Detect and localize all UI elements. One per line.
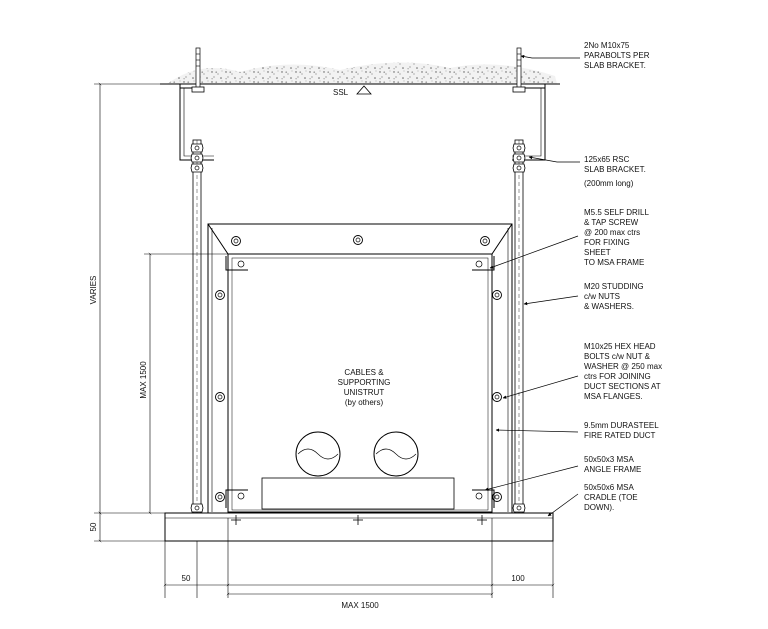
note-parabolts: 2No M10x75 PARABOLTS PER SLAB BRACKET. bbox=[584, 41, 650, 70]
note-durasteel: 9.5mm DURASTEEL FIRE RATED DUCT bbox=[584, 421, 659, 440]
cable-drum-left bbox=[295, 431, 341, 477]
svg-text:VARIES: VARIES bbox=[89, 276, 98, 305]
ssl-label: SSL bbox=[333, 88, 349, 97]
svg-text:MSA FLANGES.: MSA FLANGES. bbox=[584, 392, 643, 401]
studding-rod-left bbox=[190, 139, 204, 541]
svg-text:(200mm long): (200mm long) bbox=[584, 179, 634, 188]
svg-text:M20 STUDDING: M20 STUDDING bbox=[584, 282, 644, 291]
dim-cradle-depth: 50 bbox=[89, 511, 165, 543]
svg-text:ctrs FOR JOINING: ctrs FOR JOINING bbox=[584, 372, 651, 381]
svg-text:SLAB BRACKET.: SLAB BRACKET. bbox=[584, 165, 646, 174]
note-studding: M20 STUDDING c/w NUTS & WASHERS. bbox=[584, 282, 644, 311]
fire-rated-duct bbox=[207, 223, 513, 515]
svg-text:FOR FIXING: FOR FIXING bbox=[584, 238, 630, 247]
svg-text:ANGLE FRAME: ANGLE FRAME bbox=[584, 465, 641, 474]
svg-text:50x50x3 MSA: 50x50x3 MSA bbox=[584, 455, 634, 464]
svg-text:50: 50 bbox=[89, 522, 98, 531]
ssl-marker: SSL bbox=[333, 85, 372, 97]
note-hex-bolts: M10x25 HEX HEAD BOLTS c/w NUT & WASHER @… bbox=[584, 342, 662, 401]
svg-text:& WASHERS.: & WASHERS. bbox=[584, 302, 634, 311]
svg-text:DOWN).: DOWN). bbox=[584, 503, 614, 512]
svg-text:M10x25 HEX HEAD: M10x25 HEX HEAD bbox=[584, 342, 656, 351]
svg-text:DUCT SECTIONS AT: DUCT SECTIONS AT bbox=[584, 382, 661, 391]
msa-cradle bbox=[164, 512, 554, 542]
svg-text:CABLES &: CABLES & bbox=[344, 368, 384, 377]
unistrut bbox=[261, 477, 455, 510]
svg-text:100: 100 bbox=[511, 574, 525, 583]
svg-text:TO MSA FRAME: TO MSA FRAME bbox=[584, 258, 644, 267]
dim-max-height: MAX 1500 bbox=[139, 252, 228, 515]
dim-varies: VARIES bbox=[89, 82, 160, 515]
svg-text:(by others): (by others) bbox=[345, 398, 384, 407]
svg-text:9.5mm DURASTEEL: 9.5mm DURASTEEL bbox=[584, 421, 659, 430]
svg-text:MAX 1500: MAX 1500 bbox=[341, 601, 379, 610]
note-cradle: 50x50x6 MSA CRADLE (TOE DOWN). bbox=[584, 483, 638, 512]
note-self-drill: M5.5 SELF DRILL & TAP SCREW @ 200 max ct… bbox=[584, 208, 649, 267]
svg-text:CRADLE (TOE: CRADLE (TOE bbox=[584, 493, 638, 502]
svg-text:2No M10x75: 2No M10x75 bbox=[584, 41, 630, 50]
svg-text:SHEET: SHEET bbox=[584, 248, 611, 257]
cable-drum-right bbox=[373, 431, 419, 477]
svg-text:WASHER @ 250 max: WASHER @ 250 max bbox=[584, 362, 662, 371]
svg-text:50x50x6 MSA: 50x50x6 MSA bbox=[584, 483, 634, 492]
dim-bottom: 50 100 MAX 1500 bbox=[163, 541, 555, 610]
note-angle-frame: 50x50x3 MSA ANGLE FRAME bbox=[584, 455, 641, 474]
svg-text:125x65 RSC: 125x65 RSC bbox=[584, 155, 630, 164]
svg-text:@ 200 max ctrs: @ 200 max ctrs bbox=[584, 228, 640, 237]
angle-frame-corners bbox=[225, 256, 495, 508]
svg-text:c/w NUTS: c/w NUTS bbox=[584, 292, 620, 301]
center-label: CABLES & SUPPORTING UNISTRUT (by others) bbox=[338, 368, 391, 407]
svg-text:50: 50 bbox=[182, 574, 191, 583]
concrete-slab bbox=[160, 62, 560, 85]
svg-text:FIRE RATED DUCT: FIRE RATED DUCT bbox=[584, 431, 656, 440]
svg-text:MAX 1500: MAX 1500 bbox=[139, 361, 148, 399]
note-slab-bracket: 125x65 RSC SLAB BRACKET. (200mm long) bbox=[584, 155, 646, 188]
svg-text:BOLTS c/w NUT &: BOLTS c/w NUT & bbox=[584, 352, 651, 361]
svg-text:M5.5 SELF DRILL: M5.5 SELF DRILL bbox=[584, 208, 649, 217]
svg-text:SLAB BRACKET.: SLAB BRACKET. bbox=[584, 61, 646, 70]
svg-text:UNISTRUT: UNISTRUT bbox=[344, 388, 385, 397]
svg-text:PARABOLTS PER: PARABOLTS PER bbox=[584, 51, 650, 60]
svg-text:SUPPORTING: SUPPORTING bbox=[338, 378, 391, 387]
svg-text:& TAP SCREW: & TAP SCREW bbox=[584, 218, 639, 227]
leaders bbox=[484, 54, 580, 517]
